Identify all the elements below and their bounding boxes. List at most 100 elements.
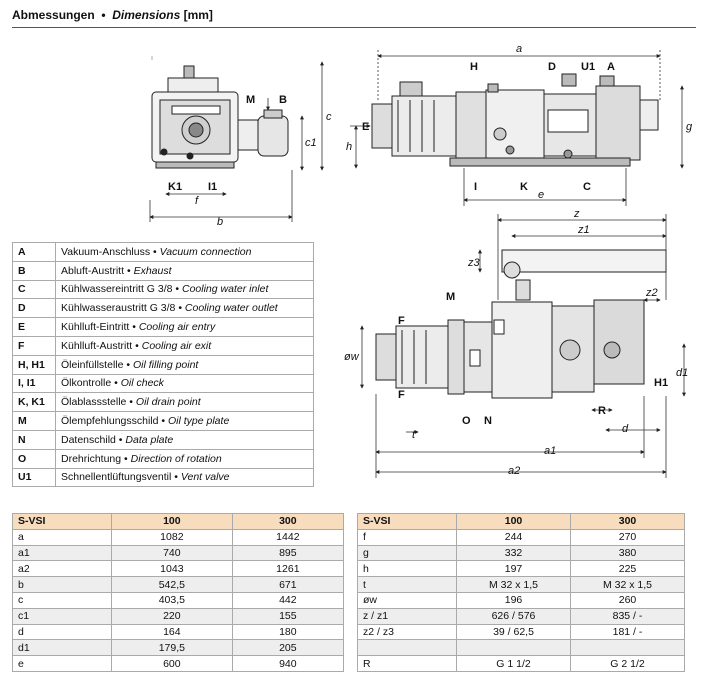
- legend-bullet: •: [114, 377, 118, 390]
- legend-description: Ölablassstelle • Oil drain point: [55, 392, 314, 413]
- top-view-dimensions: [360, 214, 686, 478]
- legend-en: Data plate: [125, 433, 174, 446]
- cell-value: 220: [111, 607, 233, 625]
- label-z1: z1: [577, 224, 590, 236]
- label-I1: I1: [208, 181, 217, 193]
- legend-description: Schnellentlüftungsventil • Vent valve: [55, 467, 314, 488]
- legend-bullet: •: [126, 264, 131, 277]
- cell-value: 403,5: [111, 591, 233, 609]
- legend-description: Kühlwasseraustritt G 3/8 • Cooling water…: [55, 298, 314, 319]
- label-M-top: M: [446, 291, 455, 303]
- label-z: z: [573, 208, 580, 220]
- label-K1: K1: [168, 181, 182, 193]
- legend-key: F: [12, 335, 56, 356]
- cell-value: M 32 x 1,5: [570, 576, 685, 593]
- cell-value: 600: [111, 655, 233, 672]
- label-d1: d1: [676, 367, 688, 379]
- cell-value: 1043: [111, 560, 233, 578]
- legend-de: Kühlwassereintritt G 3/8: [61, 283, 173, 296]
- label-U1: U1: [581, 61, 595, 73]
- legend-key: D: [12, 298, 56, 319]
- legend-description: Ölkontrolle • Oil check: [55, 373, 314, 394]
- side-view-dimensions: [350, 50, 684, 206]
- front-view-labels: M B c c1 K1 I1 f b: [168, 94, 332, 228]
- row-label: a2: [12, 560, 112, 578]
- cell-value: 197: [456, 560, 571, 578]
- title-en: Dimensions: [112, 8, 181, 22]
- legend-description: Drehrichtung • Direction of rotation: [55, 448, 314, 469]
- cell-value: 442: [231, 591, 345, 609]
- cell-value: 179,5: [111, 639, 233, 657]
- row-label: øw: [357, 591, 457, 609]
- row-label: a1: [12, 544, 112, 562]
- legend-de: Drehrichtung: [61, 452, 122, 465]
- legend-de: Öleinfüllstelle: [61, 358, 124, 371]
- legend-key: H, H1: [12, 354, 56, 375]
- legend-de: Abluft-Austritt: [61, 264, 125, 277]
- row-label: z / z1: [357, 607, 457, 625]
- cell-value: 181 / -: [570, 623, 685, 641]
- cell-value: 225: [570, 560, 685, 578]
- legend-description: Kühlluft-Austritt • Cooling air exit: [55, 335, 314, 356]
- legend-key: B: [12, 260, 56, 281]
- label-H: H: [470, 61, 478, 73]
- cell-value: 244: [456, 528, 571, 546]
- label-h: h: [346, 141, 352, 153]
- label-e: e: [538, 189, 544, 201]
- label-H1: H1: [654, 377, 668, 389]
- label-c1: c1: [305, 137, 317, 149]
- row-label: t: [357, 576, 457, 593]
- legend-description: Kühlluft-Eintritt • Cooling air entry: [55, 317, 314, 337]
- cell-value: 626 / 576: [456, 607, 571, 625]
- cell-value: 205: [231, 639, 345, 657]
- legend-key: C: [12, 279, 56, 300]
- legend-de: Kühlluft-Eintritt: [61, 321, 130, 334]
- legend-key: N: [12, 429, 56, 450]
- cell-value: 542,5: [111, 576, 233, 593]
- title-unit: [mm]: [183, 8, 213, 22]
- column-header: 300: [570, 513, 685, 530]
- column-header: S-VSI: [357, 513, 457, 530]
- legend-key: E: [12, 317, 56, 337]
- cell-value: 1442: [231, 528, 345, 546]
- legend-bullet: •: [124, 452, 128, 465]
- legend-key: I, I1: [12, 373, 56, 394]
- cell-value: 895: [231, 544, 345, 562]
- row-label: h: [357, 560, 457, 578]
- legend-de: Ölkontrolle: [61, 377, 112, 390]
- legend-de: Schnellentlüftungsventil: [61, 471, 172, 484]
- column-header: 300: [231, 513, 345, 530]
- label-F-top: F: [398, 315, 405, 327]
- top-view-labels: z z1 z3 z2 M F F øw t O N R H1 d1 d a1 a…: [344, 208, 688, 477]
- cell-value: 164: [111, 623, 233, 641]
- legend-bullet: •: [161, 415, 166, 428]
- label-c: c: [326, 111, 332, 123]
- label-z2: z2: [645, 287, 658, 299]
- label-A: A: [607, 61, 615, 73]
- side-view: [371, 73, 659, 167]
- row-label: e: [12, 655, 112, 672]
- label-N: N: [484, 415, 492, 427]
- cell-value: 196: [456, 591, 571, 609]
- legend-de: Ölablassstelle: [61, 396, 127, 409]
- cell-value: [456, 639, 571, 657]
- label-R: R: [598, 405, 606, 417]
- legend-en: Vent valve: [180, 471, 230, 484]
- row-label: d1: [12, 639, 112, 657]
- cell-value: 332: [456, 544, 571, 562]
- legend-de: Kühlwasseraustritt G 3/8: [61, 302, 176, 315]
- label-O: O: [462, 415, 471, 427]
- row-label: a: [12, 528, 112, 546]
- row-label: g: [357, 544, 457, 562]
- row-label: R: [357, 655, 457, 672]
- title-divider: [12, 27, 696, 28]
